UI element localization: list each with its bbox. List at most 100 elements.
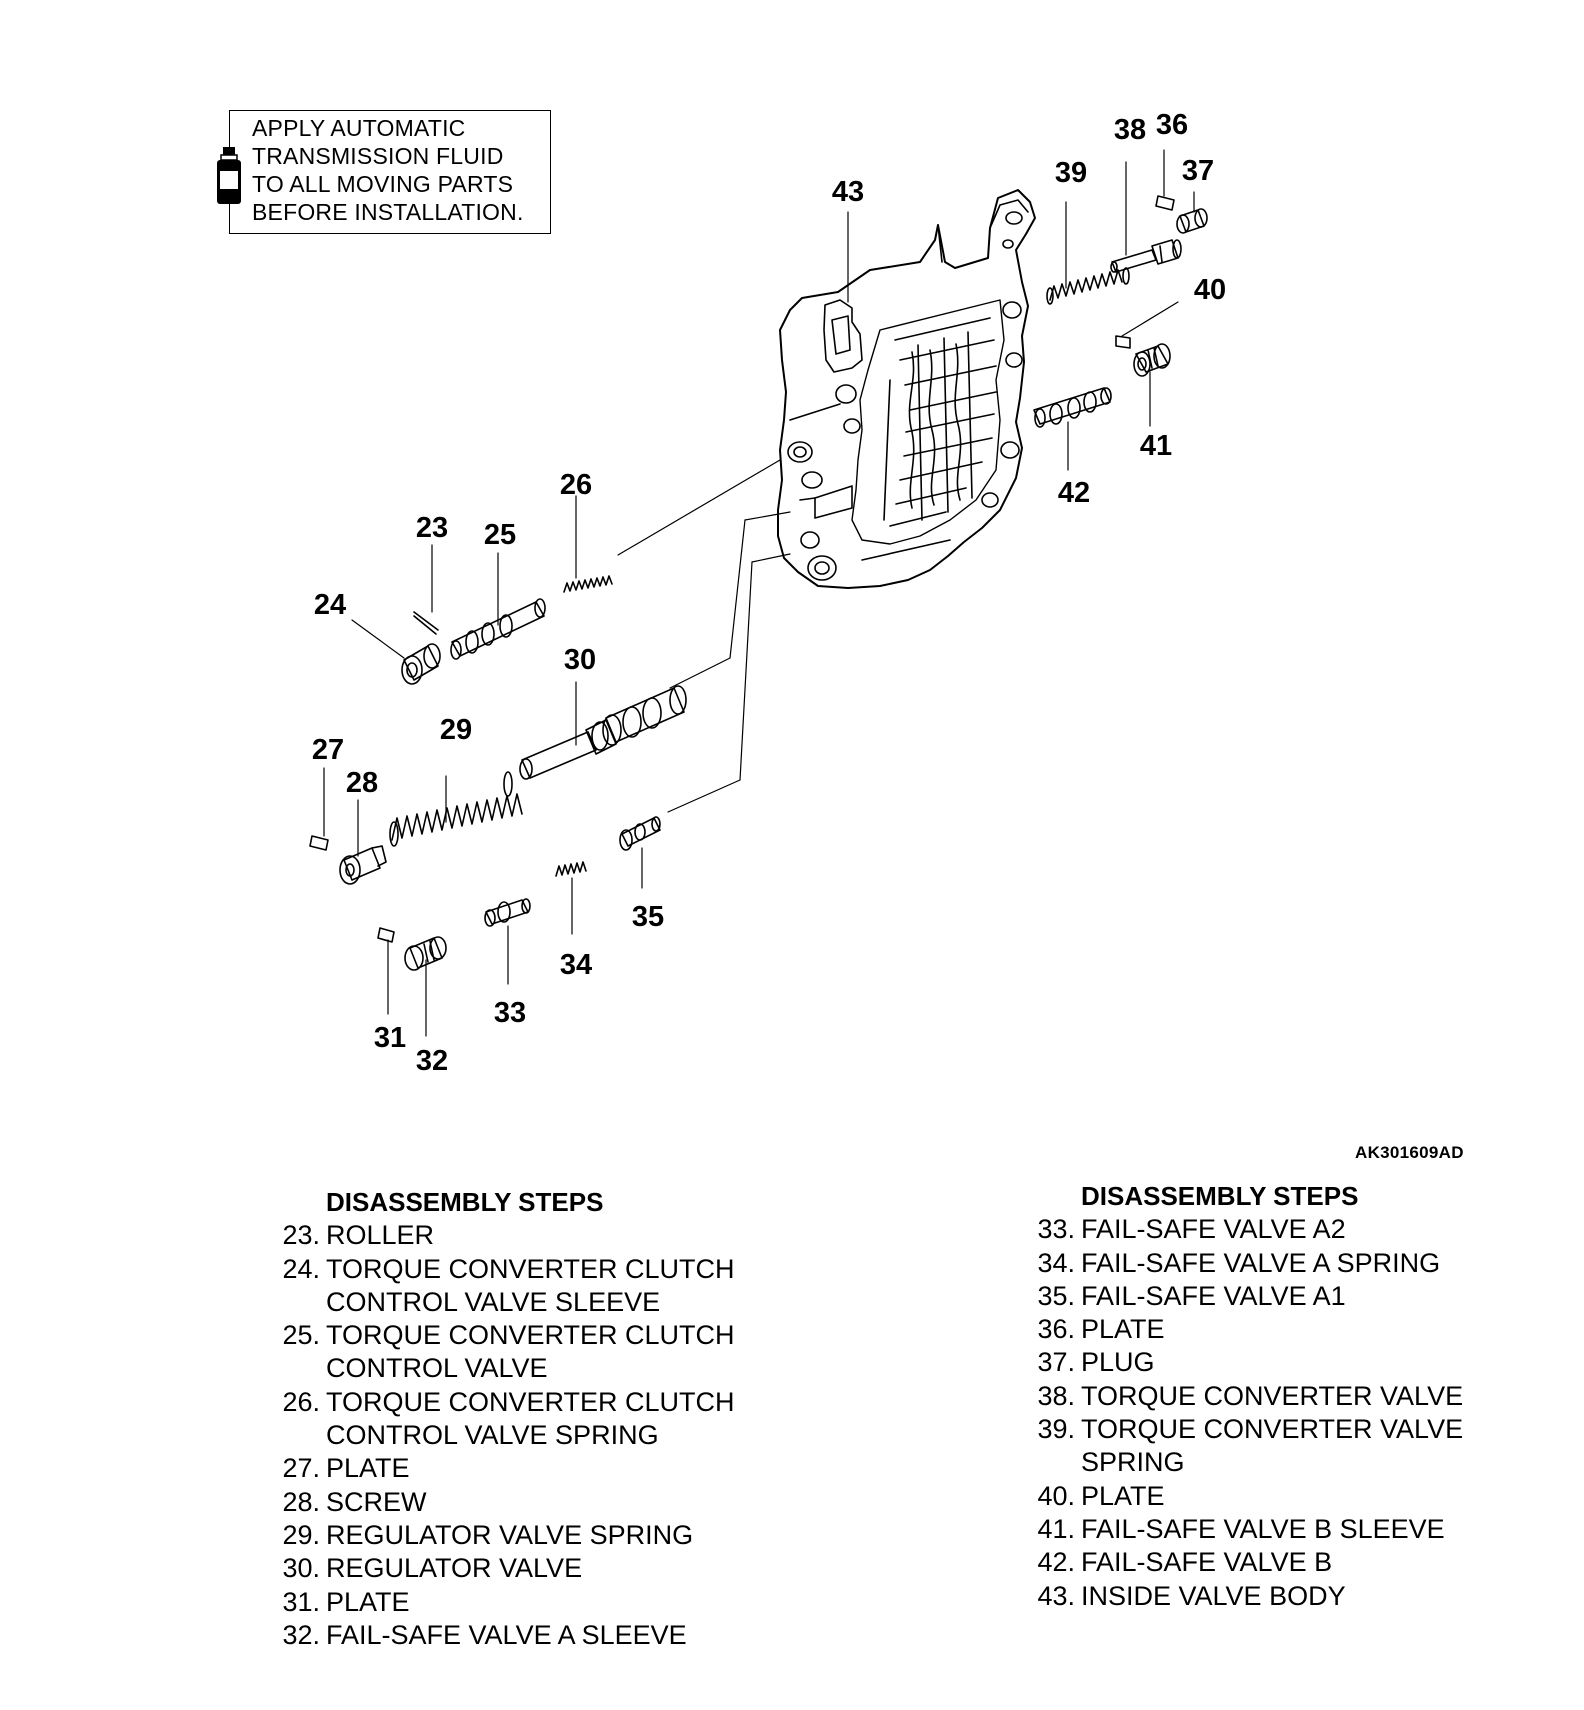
step-label: ROLLER [326, 1220, 435, 1251]
step-item: 41.FAIL-SAFE VALVE B SLEEVE [1017, 1513, 1463, 1546]
step-number: 27. [282, 1453, 320, 1484]
callout-28: 28 [345, 767, 379, 799]
step-label: PLATE [1081, 1314, 1165, 1345]
step-item: 23.ROLLER [262, 1219, 735, 1252]
figure-reference-code: AK301609AD [1355, 1143, 1464, 1162]
callout-38: 38 [1113, 114, 1147, 146]
step-label: REGULATOR VALVE [326, 1553, 583, 1584]
step-label: TORQUE CONVERTER CLUTCH [326, 1320, 735, 1351]
callout-42: 42 [1057, 477, 1091, 509]
step-item: 29.REGULATOR VALVE SPRING [262, 1519, 735, 1552]
step-number: 32. [282, 1619, 320, 1650]
step-label: FAIL-SAFE VALVE B SLEEVE [1081, 1513, 1445, 1544]
step-item: 33.FAIL-SAFE VALVE A2 [1017, 1213, 1463, 1246]
regulator-valve-30 [519, 685, 687, 780]
callout-23: 23 [415, 512, 449, 544]
plate-40 [1115, 335, 1131, 349]
step-number: 41. [1037, 1513, 1075, 1544]
step-item: 31.PLATE [262, 1586, 735, 1619]
step-label: FAIL-SAFE VALVE A SPRING [1081, 1247, 1441, 1278]
step-label: FAIL-SAFE VALVE A2 [1081, 1214, 1346, 1245]
callout-27: 27 [311, 734, 345, 766]
step-label: PLATE [1081, 1480, 1165, 1511]
step-number: 43. [1037, 1580, 1075, 1611]
plate-27 [309, 835, 329, 851]
step-number: 23. [282, 1220, 320, 1251]
callout-29: 29 [439, 714, 473, 746]
step-number: 40. [1037, 1480, 1075, 1511]
callout-24: 24 [313, 589, 347, 621]
fail-safe-valve-a-spring-34 [555, 861, 587, 877]
step-label: FAIL-SAFE VALVE A1 [1081, 1280, 1346, 1311]
step-number: 24. [282, 1253, 320, 1284]
step-label: SPRING [1081, 1447, 1185, 1478]
plug-37 [1176, 208, 1208, 234]
note-line-1: APPLY AUTOMATIC [252, 115, 466, 141]
fluid-bottle-icon [217, 147, 241, 204]
plate-36 [1155, 195, 1175, 211]
step-item: 36.PLATE [1017, 1313, 1463, 1346]
step-item: 38.TORQUE CONVERTER VALVE [1017, 1380, 1463, 1413]
step-label: CONTROL VALVE SLEEVE [326, 1286, 661, 1317]
step-label: TORQUE CONVERTER CLUTCH [326, 1386, 735, 1417]
fail-safe-valve-b-sleeve-41 [1133, 343, 1171, 377]
step-label: TORQUE CONVERTER VALVE [1081, 1380, 1464, 1411]
note-line-2: TRANSMISSION FLUID [252, 143, 504, 169]
callout-35: 35 [631, 901, 665, 933]
callout-25: 25 [483, 519, 517, 551]
fail-safe-valve-a1-35 [619, 816, 661, 851]
torque-converter-clutch-control-valve-25 [450, 598, 546, 660]
steps-heading: DISASSEMBLY STEPS [1081, 1181, 1359, 1211]
step-number: 28. [282, 1486, 320, 1517]
callout-26: 26 [559, 469, 593, 501]
step-number: 39. [1037, 1414, 1075, 1445]
torque-converter-clutch-control-valve-spring-26 [563, 575, 613, 593]
step-number: 34. [1037, 1247, 1075, 1278]
step-number: 33. [1037, 1214, 1075, 1245]
torque-converter-valve-38 [1110, 239, 1182, 273]
step-number: 29. [282, 1519, 320, 1550]
step-label: PLATE [326, 1586, 410, 1617]
step-label: CONTROL VALVE SPRING [326, 1420, 659, 1451]
step-item: 27.PLATE [262, 1452, 735, 1485]
step-item: 42.FAIL-SAFE VALVE B [1017, 1546, 1463, 1579]
callout-40: 40 [1193, 274, 1227, 306]
step-number: 25. [282, 1320, 320, 1351]
step-label: TORQUE CONVERTER VALVE [1081, 1414, 1464, 1445]
note-line-4: BEFORE INSTALLATION. [252, 199, 524, 225]
step-item: 35.FAIL-SAFE VALVE A1 [1017, 1280, 1463, 1313]
step-number: 26. [282, 1386, 320, 1417]
callout-32: 32 [415, 1045, 449, 1077]
callout-34: 34 [559, 949, 593, 981]
torque-converter-clutch-control-valve-sleeve-24 [401, 643, 441, 685]
fail-safe-valve-a-sleeve-32 [404, 936, 447, 971]
step-item: 32.FAIL-SAFE VALVE A SLEEVE [262, 1619, 735, 1652]
fail-safe-valve-a2-33 [484, 898, 531, 927]
regulator-valve-spring-29 [389, 771, 523, 847]
step-number: 36. [1037, 1314, 1075, 1345]
callout-43: 43 [831, 176, 865, 208]
step-item: 43.INSIDE VALVE BODY [1017, 1580, 1463, 1613]
callout-36: 36 [1155, 109, 1189, 141]
callout-37: 37 [1181, 155, 1215, 187]
torque-converter-valve-spring-39 [1046, 267, 1130, 305]
step-item: 28.SCREW [262, 1486, 735, 1519]
step-number: 35. [1037, 1280, 1075, 1311]
callout-33: 33 [493, 997, 527, 1029]
roller-23 [413, 611, 439, 635]
step-number: 37. [1037, 1347, 1075, 1378]
step-item: 30.REGULATOR VALVE [262, 1552, 735, 1585]
step-label: SCREW [326, 1486, 427, 1517]
callout-39: 39 [1054, 157, 1088, 189]
steps-heading: DISASSEMBLY STEPS [326, 1187, 604, 1217]
inside-valve-body-43 [777, 189, 1036, 589]
step-item: 40.PLATE [1017, 1480, 1463, 1513]
callout-41: 41 [1139, 430, 1173, 462]
callout-30: 30 [563, 644, 597, 676]
step-label: PLUG [1081, 1347, 1155, 1378]
